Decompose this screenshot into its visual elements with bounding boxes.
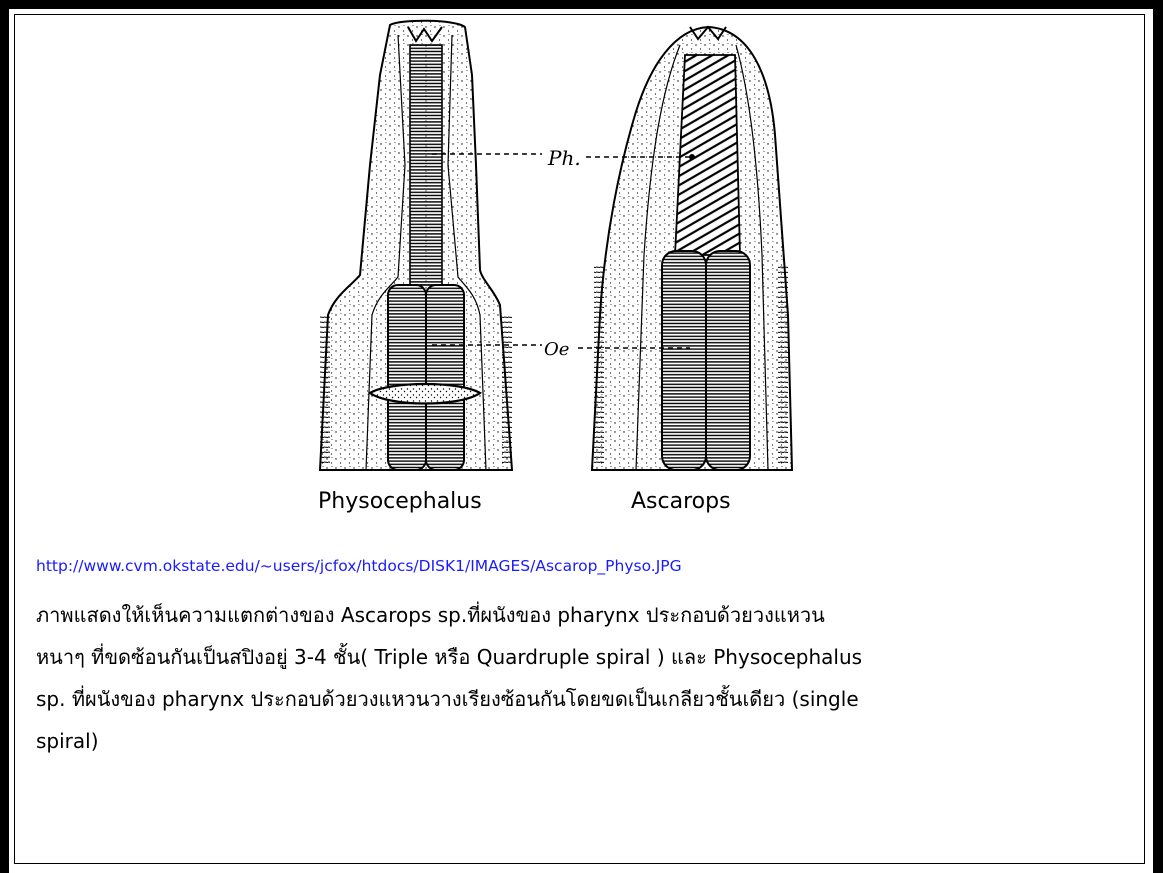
description-line: sp. ที่ผนังของ pharynx ประกอบด้วยวงแหวนว…	[36, 678, 1141, 720]
pharynx-label: Ph.	[547, 146, 581, 170]
description-paragraph: ภาพแสดงให้เห็นความแตกต่างของ Ascarops sp…	[36, 594, 1141, 762]
physocephalus-drawing	[320, 21, 512, 470]
caption-physocephalus: Physocephalus	[318, 489, 482, 514]
source-link[interactable]: http://www.cvm.okstate.edu/~users/jcfox/…	[36, 557, 682, 575]
caption-ascarops: Ascarops	[631, 489, 731, 514]
description-line: หนาๆ ที่ขดซ้อนกันเป็นสปิงอยู่ 3-4 ชั้น( …	[36, 636, 1141, 678]
oesophagus-label: Oe	[544, 339, 569, 360]
description-line: spiral)	[36, 720, 1141, 762]
ascarops-drawing	[592, 27, 792, 470]
description-line: ภาพแสดงให้เห็นความแตกต่างของ Ascarops sp…	[36, 594, 1141, 636]
nematode-figure: Ph. Oe	[280, 15, 820, 475]
